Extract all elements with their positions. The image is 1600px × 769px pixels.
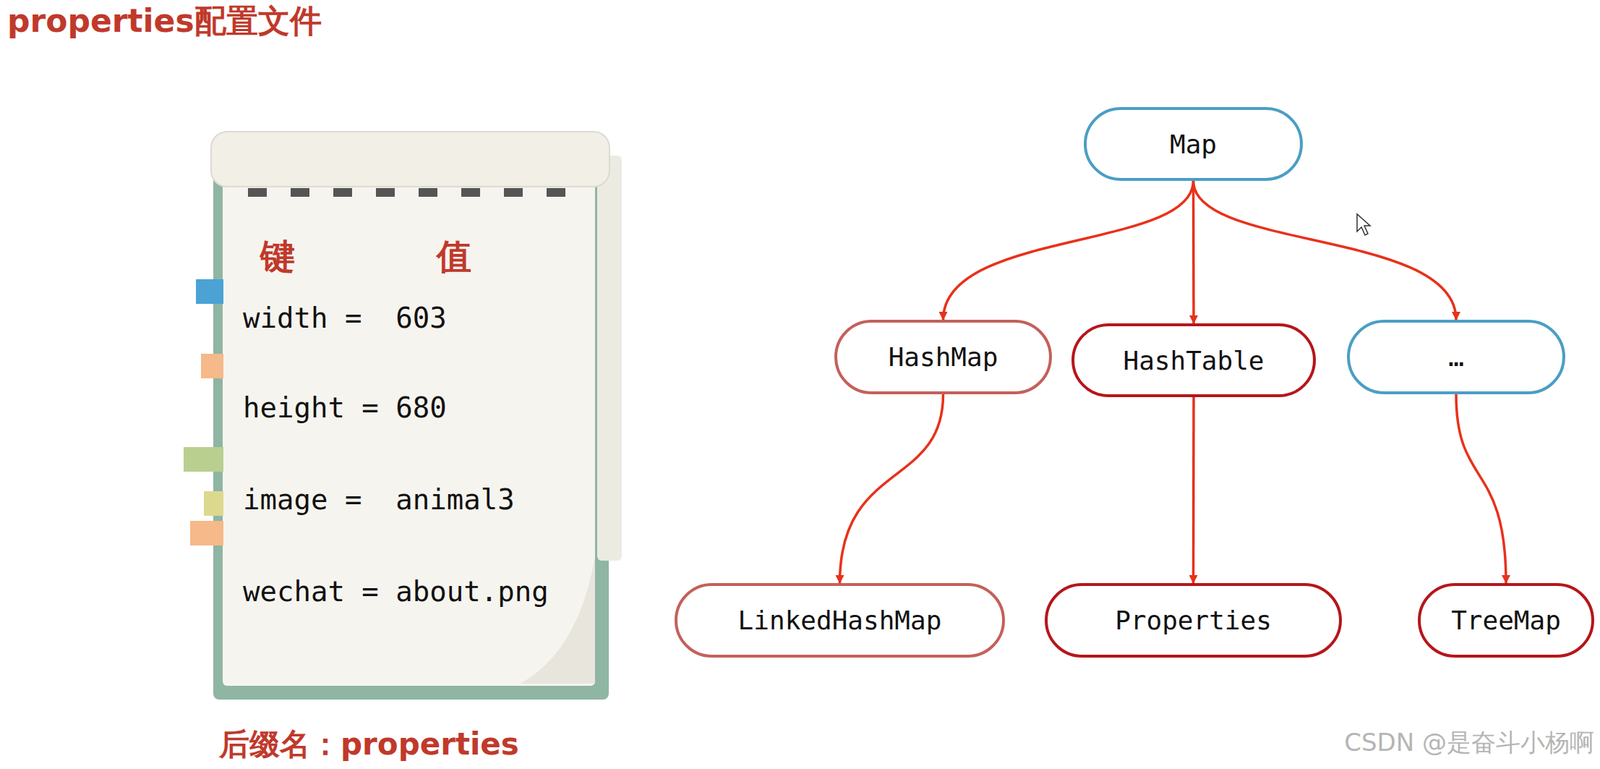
class-name: TreeMap [1451, 605, 1561, 635]
key-value-line: image = animal3 [242, 482, 515, 516]
inheritance-arrow [1192, 180, 1196, 324]
tab [190, 520, 224, 546]
tab [203, 490, 224, 516]
class-node: LinkedHashMap [674, 582, 1005, 658]
page-edge [597, 155, 622, 561]
class-name: … [1448, 341, 1465, 372]
column-heading: 值 [436, 233, 472, 280]
inheritance-arrow [1192, 396, 1196, 583]
notebook-cover [213, 137, 609, 700]
key-value-line: height = 680 [242, 391, 447, 424]
class-name: HashTable [1122, 345, 1264, 376]
notebook-node: 键 值 width = 603 height = 680 image = animal3… [211, 132, 610, 700]
inheritance-arrow [840, 394, 944, 583]
class-name: LinkedHashMap [738, 605, 943, 635]
inheritance-arrow [943, 180, 1194, 320]
key-value-line: width = 603 [242, 301, 447, 335]
binding-holes [247, 187, 566, 197]
class-node: … [1346, 319, 1566, 395]
tab [200, 353, 224, 379]
inheritance-arrow [1456, 394, 1507, 583]
watermark: CSDN @是奋斗小杨啊 [1344, 725, 1595, 760]
class-name: Map [1169, 129, 1217, 160]
suffix-label: 后缀名：properties [219, 725, 520, 763]
tab [195, 279, 224, 304]
notebook-paper [222, 155, 596, 686]
class-node: HashMap [834, 319, 1052, 395]
class-name: HashMap [888, 341, 999, 372]
key-value-line: wechat = about.png [242, 574, 549, 608]
tab [183, 446, 224, 472]
mouse-cursor [1357, 214, 1371, 235]
column-heading: 键 [260, 233, 295, 280]
class-name: Properties [1114, 605, 1272, 635]
class-node: Map [1083, 107, 1303, 181]
inheritance-arrow [1193, 180, 1457, 320]
class-node: Properties [1044, 582, 1342, 658]
class-node: HashTable [1071, 323, 1316, 397]
class-node: TreeMap [1417, 582, 1595, 658]
page-title: properties配置文件 [7, 0, 322, 43]
notebook-roll [211, 131, 610, 187]
